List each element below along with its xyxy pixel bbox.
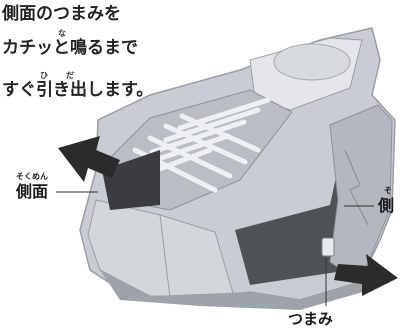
knob-part xyxy=(321,237,335,257)
ruby-da: だ xyxy=(66,71,74,80)
knob-label: つまみ xyxy=(288,310,334,328)
side-right-label: 側 xyxy=(378,196,395,215)
arrow-right xyxy=(334,254,398,296)
side-left-label: 側面 xyxy=(16,182,49,201)
instruction-line-1: 側面のつまみを xyxy=(2,4,121,24)
instruction-text: 側面のつまみを な カチッと鳴るまで ひ だ すぐ引き出します。 xyxy=(0,0,190,110)
ruby-na: な xyxy=(58,29,66,38)
instruction-line-2: カチッと鳴るまで xyxy=(2,38,138,58)
ruby-hi: ひ xyxy=(40,71,48,80)
arrow-left xyxy=(58,136,120,182)
side-panel-right xyxy=(329,104,393,283)
side-right-ruby: そ xyxy=(384,186,392,195)
shoe-sole xyxy=(100,270,370,310)
laces xyxy=(127,97,271,193)
instruction-line-3: すぐ引き出します。 xyxy=(2,80,154,100)
side-left-ruby: そくめん xyxy=(16,172,48,181)
